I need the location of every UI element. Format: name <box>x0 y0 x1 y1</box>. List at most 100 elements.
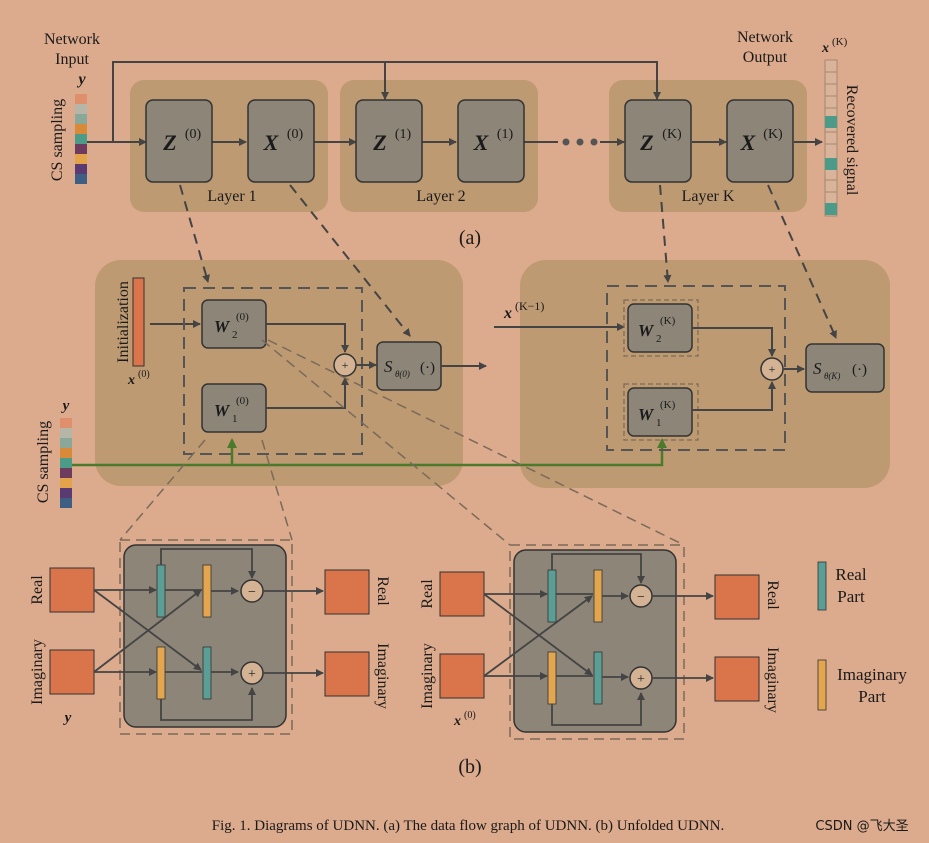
svg-text:(0): (0) <box>287 127 304 142</box>
w1k-to-sum <box>692 381 776 411</box>
network-output-label-1: Network <box>737 29 793 46</box>
svg-text:Z: Z <box>162 130 176 155</box>
svg-text:x: x <box>821 41 829 56</box>
legend-imag-swatch <box>817 659 827 711</box>
init-symbol: x (0) <box>127 369 150 388</box>
layer-k-label: Layer K <box>682 188 735 205</box>
legend: Real Part Imaginary Part <box>817 561 907 711</box>
panel-b-label: (b) <box>458 756 481 778</box>
svg-text:2: 2 <box>232 329 238 341</box>
svg-text:x: x <box>127 373 135 388</box>
real-output-right <box>714 574 760 620</box>
w2k-inner-dash <box>623 299 699 357</box>
sum-node-left: + <box>333 353 357 377</box>
svg-text:(1): (1) <box>395 127 412 142</box>
cs-green-line <box>72 438 667 467</box>
imag-label-left-out: Imaginary <box>374 643 391 709</box>
svg-text:θ(0): θ(0) <box>395 369 410 379</box>
svg-text:(0): (0) <box>236 395 249 407</box>
watermark: CSDN @飞大圣 <box>815 819 908 834</box>
block-z1: Z (1) <box>355 99 423 183</box>
legend-real-swatch <box>817 561 827 611</box>
s-theta-0-block: S θ(0) (·) <box>376 341 442 391</box>
svg-text:+: + <box>769 362 776 376</box>
svg-text:(K): (K) <box>763 127 783 142</box>
real-label-right-out: Real <box>764 580 781 610</box>
svg-text:X: X <box>263 130 280 155</box>
panel-b: − + Real Imaginary y Real Imaginary <box>29 339 907 778</box>
svg-text:(K): (K) <box>660 315 676 327</box>
svg-text:X: X <box>740 130 757 155</box>
expand-w2-right <box>267 339 685 546</box>
middle-right-bg <box>520 260 890 488</box>
legend-imag-label-2: Part <box>858 687 886 706</box>
layer-1-label: Layer 1 <box>207 188 256 205</box>
svg-text:(0): (0) <box>138 369 150 380</box>
expand-w1-right <box>261 439 293 541</box>
cs-color-bar-middle <box>60 418 72 508</box>
panel-a-label: (a) <box>459 227 481 249</box>
x0-symbol-bottom: x (0) <box>453 710 476 729</box>
svg-text:W: W <box>638 321 655 340</box>
real-label-left-in: Real <box>29 575 46 605</box>
imag-input-left <box>49 649 95 695</box>
network-input-label-2: Input <box>55 51 89 68</box>
plus-node-right: + <box>637 672 645 687</box>
imag-output-right <box>714 656 760 702</box>
middle-section: Initialization x (0) W 2 (0) W 1 (0) + <box>35 184 890 508</box>
svg-text:Z: Z <box>372 130 386 155</box>
panel-a: Network Input y CS sampling <box>44 29 860 249</box>
svg-text:(K): (K) <box>832 36 848 48</box>
sum-node-right: + <box>760 357 784 381</box>
output-symbol: x (K) <box>821 36 848 56</box>
expand-xk-dash <box>767 184 837 339</box>
left-unit-input-lines <box>93 586 202 676</box>
svg-text:+: + <box>342 358 349 372</box>
network-output-label-2: Output <box>743 49 788 66</box>
legend-real-label-2: Part <box>837 587 865 606</box>
svg-text:1: 1 <box>656 417 662 429</box>
block-x1: X (1) <box>457 99 525 183</box>
svg-text:(K): (K) <box>662 127 682 142</box>
figure-caption: Fig. 1. Diagrams of UDNN. (a) The data f… <box>212 818 725 834</box>
xk-1-symbol: x (K−1) <box>503 299 544 322</box>
svg-text:(1): (1) <box>497 127 514 142</box>
imag-label-left-in: Imaginary <box>29 639 46 705</box>
legend-imag-label-1: Imaginary <box>837 665 907 684</box>
y-symbol-bottom: y <box>63 710 72 726</box>
real-output-left <box>324 569 370 615</box>
w1-k-block: W 1 (K) <box>627 387 693 437</box>
w1-to-sum-left <box>266 377 349 409</box>
minus-node-right: − <box>637 590 645 605</box>
cs-sampling-label-middle: CS sampling <box>35 421 52 503</box>
svg-text:1: 1 <box>232 413 238 425</box>
ellipsis-dots <box>562 138 598 146</box>
svg-text:(·): (·) <box>420 360 435 376</box>
w2-to-sum-left <box>266 323 349 353</box>
expand-w2-left <box>261 339 511 546</box>
svg-text:Z: Z <box>639 130 653 155</box>
complex-unit-right: − + <box>509 544 685 740</box>
expand-w1-left <box>119 439 206 541</box>
network-input-label-1: Network <box>44 31 100 48</box>
imag-output-left <box>324 651 370 697</box>
s-theta-k-block: S θ(K) (·) <box>805 343 885 393</box>
svg-text:W: W <box>214 401 231 420</box>
init-vector <box>132 277 145 367</box>
output-signal-bar <box>824 59 838 217</box>
right-unit-input-lines <box>483 590 593 680</box>
complex-unit-left: − + <box>119 539 293 735</box>
block-x0: X (0) <box>247 99 315 183</box>
y-symbol-middle: y <box>61 398 70 414</box>
initialization-label: Initialization <box>115 281 132 363</box>
svg-text:(0): (0) <box>185 127 202 142</box>
svg-text:S: S <box>384 357 393 376</box>
plus-node-left: + <box>248 667 256 682</box>
input-symbol-y: y <box>76 71 86 88</box>
real-input-right <box>439 571 485 617</box>
svg-text:W: W <box>214 317 231 336</box>
legend-real-label-1: Real <box>835 565 866 584</box>
block-z0: Z (0) <box>145 99 213 183</box>
expand-x0-dash <box>289 184 411 337</box>
